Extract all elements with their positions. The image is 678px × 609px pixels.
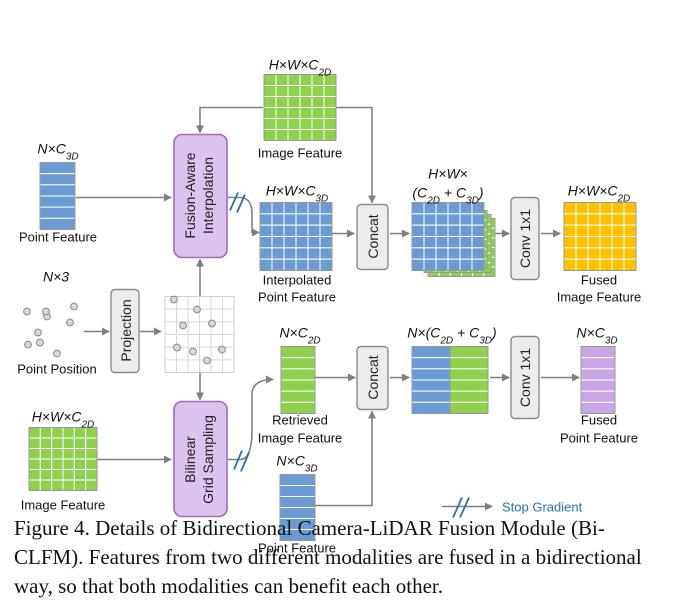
stop-mark-top-b bbox=[236, 194, 246, 213]
concat-bottom-box: Concat bbox=[356, 345, 389, 411]
concat2-green bbox=[449, 346, 489, 415]
interpolated-label2: Point Feature bbox=[258, 290, 336, 305]
concat-bottom-label: Concat bbox=[365, 355, 381, 399]
projected-point bbox=[203, 356, 211, 365]
retrieved-label1: Retrieved bbox=[272, 413, 328, 428]
interpolated-feature-grid bbox=[259, 202, 333, 272]
legend-stop-gradient: Stop Gradient bbox=[502, 500, 583, 515]
feature-grids bbox=[28, 74, 637, 491]
stop-mark-bottom-a bbox=[233, 450, 243, 470]
cloud-point bbox=[66, 318, 74, 327]
figure-caption: Figure 4. Details of Bidirectional Camer… bbox=[14, 516, 642, 598]
fused-image-shape: H×W×C2D bbox=[568, 183, 631, 205]
top-point-feature-column bbox=[39, 162, 76, 230]
projected-point bbox=[173, 343, 181, 352]
stop-mark-legend-a bbox=[452, 497, 463, 518]
arrow-image-to-fusion bbox=[196, 106, 263, 134]
fusion-aware-interpolation-box: Fusion-Aware Interpolation bbox=[173, 133, 228, 259]
projected-point bbox=[218, 345, 226, 354]
arrow-fusion-to-interpolated bbox=[228, 196, 260, 237]
connectors bbox=[68, 106, 580, 511]
concat-shape-line2: (C2D + C3D) bbox=[412, 185, 483, 207]
top-image-shape: H×W×C2D bbox=[269, 57, 332, 79]
position-shape: N×3 bbox=[43, 269, 69, 285]
conv-bottom-label: Conv 1x1 bbox=[517, 348, 533, 407]
bottom-image-shape: H×W×C2D bbox=[32, 409, 95, 431]
top-pointfeat-label: Point Feature bbox=[19, 230, 97, 245]
projected-point bbox=[179, 321, 187, 330]
conv-top-box: Conv 1x1 bbox=[510, 196, 540, 281]
cloud-point bbox=[23, 307, 31, 316]
concat-top-label: Concat bbox=[365, 214, 381, 258]
fused-point-shape: N×C3D bbox=[576, 325, 617, 347]
feature-columns bbox=[39, 162, 616, 541]
stop-mark-top-a bbox=[229, 192, 239, 211]
projected-point bbox=[208, 319, 216, 328]
concat-blue-front bbox=[411, 202, 485, 272]
bottom-image-feature-grid bbox=[28, 427, 98, 491]
fused-image-label2: Image Feature bbox=[557, 290, 642, 305]
projection-box: Projection bbox=[110, 288, 140, 374]
arrow-bilinear-to-retrieved bbox=[228, 375, 274, 461]
interpolated-shape: H×W×C3D bbox=[266, 183, 329, 205]
stop-mark-legend-b bbox=[459, 497, 470, 518]
bilinear-grid-sampling-box: Bilinear Grid Sampling bbox=[173, 400, 228, 518]
conv-bottom-box: Conv 1x1 bbox=[510, 335, 540, 420]
concat2-blue bbox=[411, 346, 451, 415]
concat-shape-line1: H×W× bbox=[428, 166, 468, 182]
bottom-pointfeat-shape: N×C3D bbox=[276, 453, 317, 475]
fusion-aware-line1: Fusion-Aware bbox=[182, 152, 198, 238]
fused-point-column bbox=[580, 346, 616, 415]
projection-grid bbox=[164, 295, 235, 373]
position-label: Point Position bbox=[17, 362, 97, 377]
bilinear-line2: Grid Sampling bbox=[200, 415, 216, 504]
fused-point-label1: Fused bbox=[581, 413, 617, 428]
cloud-point bbox=[24, 340, 32, 349]
top-image-feature-grid bbox=[263, 74, 337, 141]
projected-point bbox=[189, 347, 197, 356]
retrieved-image-column bbox=[280, 346, 316, 415]
bilinear-line1: Bilinear bbox=[182, 436, 198, 483]
arrow-pointfeat2-to-concat bbox=[315, 410, 376, 507]
concat2-shape: N×(C2D + C3D) bbox=[407, 325, 496, 347]
top-pointfeat-shape: N×C3D bbox=[37, 141, 78, 163]
bottom-pointfeat-label: Point Feature bbox=[258, 541, 336, 556]
concat-top-box: Concat bbox=[356, 203, 389, 271]
fused-point-label2: Point Feature bbox=[560, 431, 638, 446]
cloud-point bbox=[42, 307, 50, 316]
fused-image-label1: Fused bbox=[581, 273, 617, 288]
retrieved-shape: N×C2D bbox=[279, 325, 320, 347]
conv-top-label: Conv 1x1 bbox=[517, 209, 533, 268]
retrieved-label2: Image Feature bbox=[258, 431, 343, 446]
cloud-point bbox=[53, 349, 61, 358]
fused-image-grid bbox=[563, 202, 637, 272]
fusion-aware-line2: Interpolation bbox=[200, 157, 216, 234]
projected-point bbox=[170, 295, 178, 304]
stop-gradient-marks bbox=[229, 192, 470, 518]
projection-label: Projection bbox=[118, 299, 134, 361]
projected-point bbox=[193, 305, 201, 314]
cloud-point bbox=[36, 338, 44, 347]
point-position-cloud bbox=[23, 302, 78, 358]
cloud-point bbox=[70, 302, 78, 311]
interpolated-label1: Interpolated bbox=[263, 273, 332, 288]
bottom-point-feature-column bbox=[279, 474, 316, 541]
stop-mark-bottom-b bbox=[240, 452, 250, 472]
cloud-point bbox=[34, 328, 42, 337]
bottom-image-label: Image Feature bbox=[21, 498, 106, 513]
top-image-label: Image Feature bbox=[258, 146, 343, 161]
arrow-image-to-concat-top bbox=[336, 106, 376, 204]
